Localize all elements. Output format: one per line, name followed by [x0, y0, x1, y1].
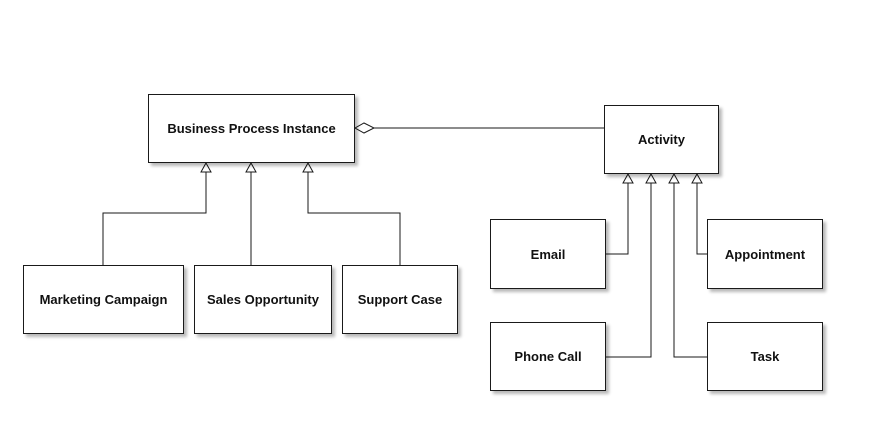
class-email: Email — [490, 219, 606, 289]
class-activity: Activity — [604, 105, 719, 174]
class-marketing-campaign: Marketing Campaign — [23, 265, 184, 334]
class-business-process-instance: Business Process Instance — [148, 94, 355, 163]
class-appointment: Appointment — [707, 219, 823, 289]
inheritance-arrowhead-activity-2 — [645, 172, 657, 184]
generalization-line-marketing-campaign — [102, 172, 207, 265]
generalization-line-email — [605, 183, 629, 255]
inheritance-arrowhead-bpi-1 — [200, 161, 212, 173]
class-support-case: Support Case — [342, 265, 458, 334]
inheritance-arrowhead-activity-4 — [691, 172, 703, 184]
class-phone-call: Phone Call — [490, 322, 606, 391]
class-task: Task — [707, 322, 823, 391]
inheritance-arrowhead-bpi-3 — [302, 161, 314, 173]
generalization-line-support-case — [307, 172, 401, 265]
inheritance-arrowhead-bpi-2 — [245, 161, 257, 173]
generalization-line-appointment — [696, 183, 708, 255]
class-sales-opportunity: Sales Opportunity — [194, 265, 332, 334]
inheritance-arrowhead-activity-1 — [622, 172, 634, 184]
aggregation-diamond — [353, 122, 376, 134]
generalization-line-phone-call — [605, 183, 652, 358]
generalization-line-task — [673, 183, 708, 358]
inheritance-arrowhead-activity-3 — [668, 172, 680, 184]
